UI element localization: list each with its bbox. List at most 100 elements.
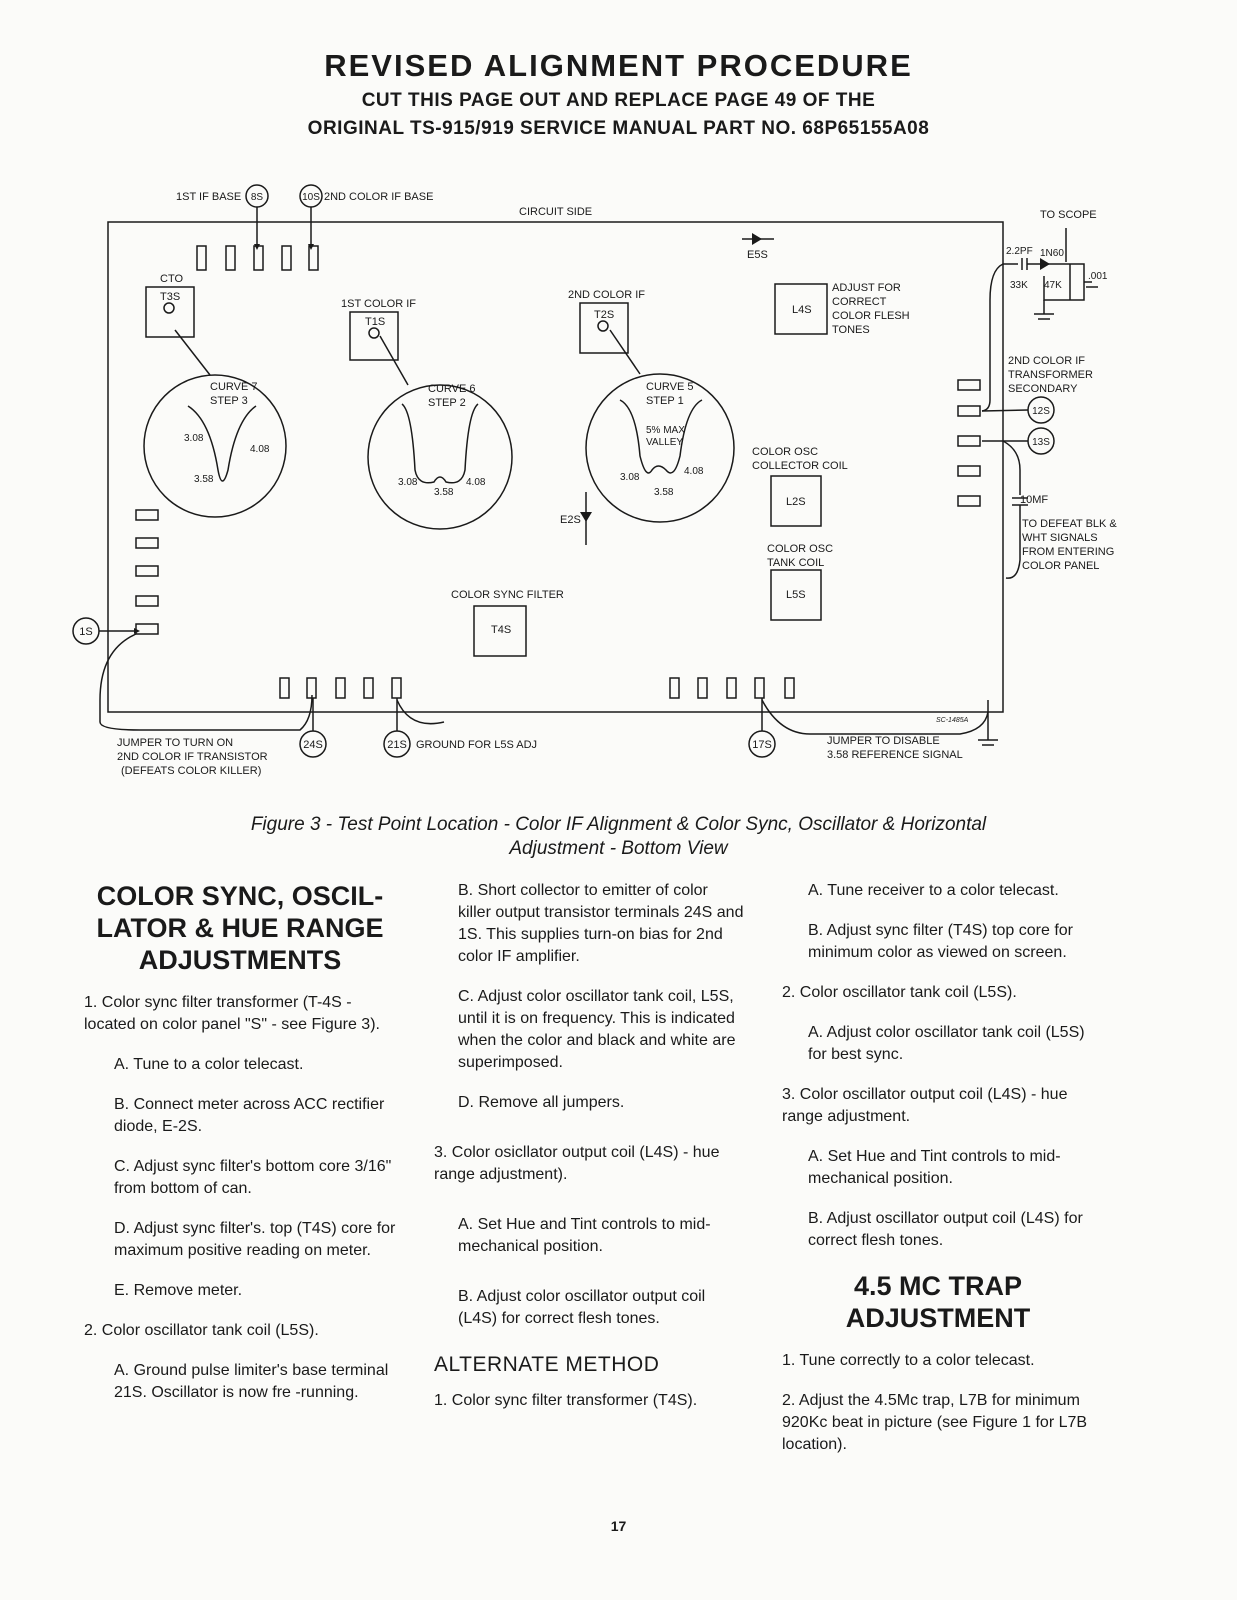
label-curve5: CURVE 5 bbox=[646, 381, 693, 393]
column-1: COLOR SYNC, OSCIL- LATOR & HUE RANGE ADJ… bbox=[84, 880, 396, 1422]
freq-3-58-c7: 3.58 bbox=[194, 474, 214, 485]
label-color-sync-filter: COLOR SYNC FILTER bbox=[451, 589, 564, 601]
label-e5s: E5S bbox=[747, 249, 768, 261]
label-defeat-2: WHT SIGNALS bbox=[1022, 532, 1098, 544]
paragraph: D. Adjust sync filter's. top (T4S) core … bbox=[114, 1220, 396, 1259]
label-step1: STEP 1 bbox=[646, 395, 684, 407]
page-subtitle-2: ORIGINAL TS-915/919 SERVICE MANUAL PART … bbox=[307, 118, 930, 139]
label-xfmr-1: 2ND COLOR IF bbox=[1008, 355, 1085, 367]
test-point-17s: 17S bbox=[752, 739, 772, 751]
label-l5s: L5S bbox=[786, 589, 806, 601]
freq-3-08-c5: 3.08 bbox=[620, 472, 640, 483]
label-33k: 33K bbox=[1010, 280, 1028, 291]
label-jumper-on-3: (DEFEATS COLOR KILLER) bbox=[121, 765, 261, 777]
label-adjust-2: CORRECT bbox=[832, 296, 887, 308]
column-2: B. Short collector to emitter of color k… bbox=[434, 880, 744, 1430]
paragraph: E. Remove meter. bbox=[114, 1282, 243, 1299]
test-point-10s: 10S bbox=[302, 192, 320, 203]
label-defeat-1: TO DEFEAT BLK & bbox=[1022, 518, 1117, 530]
paragraph: A. Adjust color oscillator tank coil (L5… bbox=[808, 1024, 1085, 1063]
paragraph: B. Short collector to emitter of color k… bbox=[458, 882, 744, 965]
label-2nd-color-if-base: 2ND COLOR IF BASE bbox=[324, 191, 433, 203]
label-l4s: L4S bbox=[792, 304, 812, 316]
freq-3-58-c6: 3.58 bbox=[434, 487, 454, 498]
paragraph: 3. Color osicllator output coil (L4S) - … bbox=[434, 1144, 720, 1183]
label-47k: 47K bbox=[1044, 280, 1062, 291]
paragraph: 2. Adjust the 4.5Mc trap, L7B for minimu… bbox=[782, 1392, 1088, 1453]
circuit-board-outline bbox=[107, 221, 1004, 713]
test-point-8s: 8S bbox=[251, 192, 264, 203]
test-point-24s: 24S bbox=[303, 739, 323, 751]
page-number: 17 bbox=[610, 1518, 627, 1534]
paragraph: B. Adjust oscillator output coil (L4S) f… bbox=[808, 1210, 1083, 1249]
label-1st-color-if: 1ST COLOR IF bbox=[341, 298, 416, 310]
freq-3-08-c7: 3.08 bbox=[184, 433, 204, 444]
paragraph: A. Tune to a color telecast. bbox=[114, 1056, 304, 1073]
label-max-valley-1: 5% MAX bbox=[646, 425, 685, 436]
paragraph: C. Adjust sync filter's bottom core 3/16… bbox=[114, 1158, 392, 1197]
freq-4-08-c7: 4.08 bbox=[250, 444, 270, 455]
label-l2s: L2S bbox=[786, 496, 806, 508]
paragraph: B. Connect meter across ACC rectifier di… bbox=[114, 1096, 385, 1135]
label-1n60: 1N60 bbox=[1040, 248, 1064, 259]
test-point-13s: 13S bbox=[1032, 437, 1050, 448]
section-heading-color-sync: COLOR SYNC, OSCIL- LATOR & HUE RANGE ADJ… bbox=[96, 881, 384, 975]
page-title: REVISED ALIGNMENT PROCEDURE bbox=[324, 48, 913, 83]
paragraph: 3. Color oscillator output coil (L4S) - … bbox=[782, 1086, 1068, 1125]
label-10mf: 10MF bbox=[1020, 494, 1048, 506]
paragraph: 2. Color oscillator tank coil (L5S). bbox=[84, 1322, 319, 1339]
label-2nd-color-if: 2ND COLOR IF bbox=[568, 289, 645, 301]
label-defeat-4: COLOR PANEL bbox=[1022, 560, 1099, 572]
label-xfmr-3: SECONDARY bbox=[1008, 383, 1078, 395]
label-jumper-on-1: JUMPER TO TURN ON bbox=[117, 737, 233, 749]
paragraph: B. Adjust sync filter (T4S) top core for… bbox=[808, 922, 1073, 961]
label-001: .001 bbox=[1088, 271, 1108, 282]
label-ground-l5s: GROUND FOR L5S ADJ bbox=[416, 739, 537, 751]
freq-3-08-c6: 3.08 bbox=[398, 477, 418, 488]
section-heading-alternate-method: ALTERNATE METHOD bbox=[434, 1353, 660, 1376]
freq-3-58-c5: 3.58 bbox=[654, 487, 674, 498]
test-point-21s: 21S bbox=[387, 739, 407, 751]
paragraph: 1. Tune correctly to a color telecast. bbox=[782, 1352, 1035, 1369]
label-t1s: T1S bbox=[365, 316, 385, 328]
freq-4-08-c5: 4.08 bbox=[684, 466, 704, 477]
label-osc-coll-2: COLLECTOR COIL bbox=[752, 460, 848, 472]
label-t3s: T3S bbox=[160, 291, 180, 303]
label-e2s: E2S bbox=[560, 514, 581, 526]
paragraph: A. Tune receiver to a color telecast. bbox=[808, 882, 1059, 899]
label-cto: CTO bbox=[160, 273, 183, 285]
paragraph: B. Adjust color oscillator output coil (… bbox=[458, 1288, 706, 1327]
label-adjust-3: COLOR FLESH bbox=[832, 310, 910, 322]
label-curve7: CURVE 7 bbox=[210, 381, 257, 393]
test-point-12s: 12S bbox=[1032, 406, 1050, 417]
label-curve6: CURVE 6 bbox=[428, 383, 475, 395]
freq-4-08-c6: 4.08 bbox=[466, 477, 486, 488]
label-jumper-disable-1: JUMPER TO DISABLE bbox=[827, 735, 940, 747]
label-2-2pf: 2.2PF bbox=[1006, 246, 1033, 257]
test-point-1s: 1S bbox=[79, 626, 92, 638]
label-t4s: T4S bbox=[491, 624, 511, 636]
label-t2s: T2S bbox=[594, 309, 614, 321]
label-jumper-disable-2: 3.58 REFERENCE SIGNAL bbox=[827, 749, 963, 761]
label-xfmr-2: TRANSFORMER bbox=[1008, 369, 1093, 381]
label-osc-tank-2: TANK COIL bbox=[767, 557, 824, 569]
label-1st-if-base: 1ST IF BASE bbox=[176, 191, 241, 203]
label-osc-coll-1: COLOR OSC bbox=[752, 446, 818, 458]
paragraph: C. Adjust color oscillator tank coil, L5… bbox=[458, 988, 736, 1071]
column-3: A. Tune receiver to a color telecast. B.… bbox=[782, 880, 1094, 1474]
label-jumper-on-2: 2ND COLOR IF TRANSISTOR bbox=[117, 751, 268, 763]
label-adjust-4: TONES bbox=[832, 324, 870, 336]
paragraph: 1. Color sync filter transformer (T4S). bbox=[434, 1392, 698, 1409]
paragraph: A. Set Hue and Tint controls to mid-mech… bbox=[458, 1216, 711, 1255]
label-adjust-1: ADJUST FOR bbox=[832, 282, 901, 294]
label-step3: STEP 3 bbox=[210, 395, 248, 407]
section-heading-trap-adjustment: 4.5 MC TRAP ADJUSTMENT bbox=[845, 1271, 1031, 1333]
figure-caption-line-2: Adjustment - Bottom View bbox=[509, 838, 728, 859]
paragraph: 2. Color oscillator tank coil (L5S). bbox=[782, 984, 1017, 1001]
paragraph: A. Set Hue and Tint controls to mid-mech… bbox=[808, 1148, 1061, 1187]
test-point-diagram: 1ST IF BASE 8S 10S 2ND COLOR IF BASE CIR… bbox=[72, 184, 1117, 777]
page-subtitle-1: CUT THIS PAGE OUT AND REPLACE PAGE 49 OF… bbox=[361, 90, 876, 111]
label-step2: STEP 2 bbox=[428, 397, 466, 409]
label-max-valley-2: VALLEY bbox=[646, 437, 683, 448]
paragraph: D. Remove all jumpers. bbox=[458, 1094, 625, 1111]
